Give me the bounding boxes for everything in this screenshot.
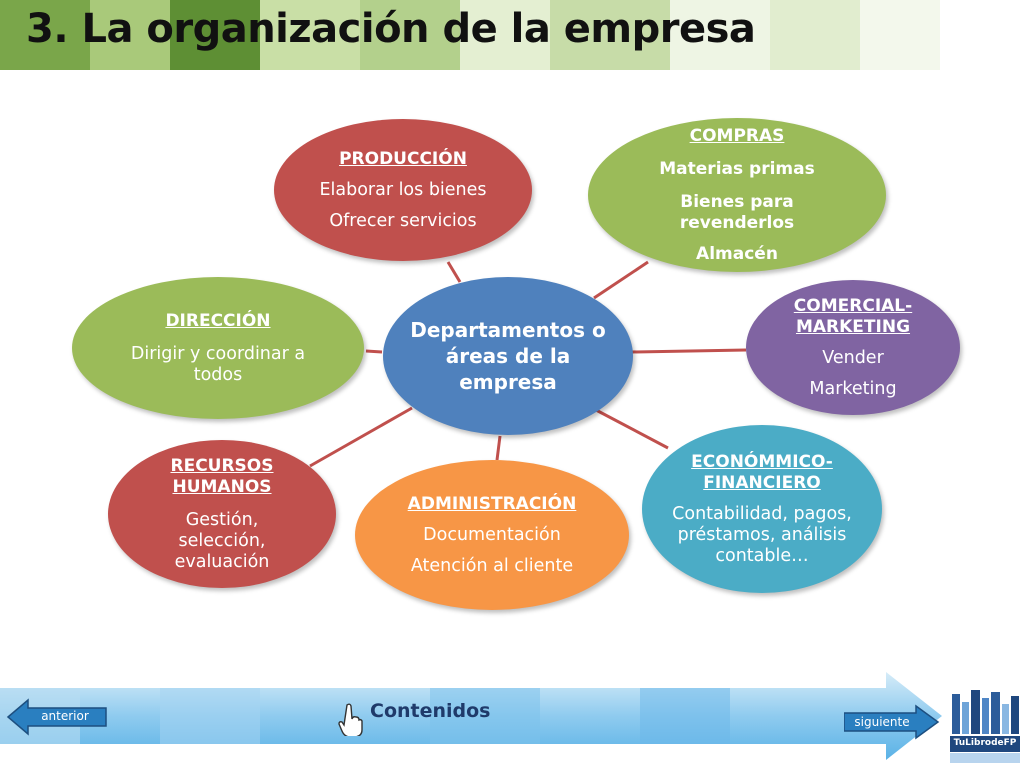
- hand-pointer-icon: [338, 703, 363, 736]
- page-title: 3. La organización de la empresa: [26, 6, 756, 52]
- title-band: 3. La organización de la empresa: [0, 0, 1024, 70]
- compras-item: Almacén: [696, 243, 778, 264]
- books-logo-icon: [950, 690, 1020, 763]
- economico-heading: ECONÓMMICO-FINANCIERO: [691, 451, 833, 493]
- connector-comercial: [631, 348, 747, 354]
- arrow-right-icon: [844, 704, 940, 740]
- prev-button[interactable]: anterior: [6, 698, 108, 736]
- node-direccion: DIRECCIÓN Dirigir y coordinar a todos: [72, 277, 364, 419]
- contents-link[interactable]: Contenidos: [338, 700, 498, 740]
- connector-economico: [595, 408, 669, 450]
- connector-produccion: [446, 261, 462, 283]
- comercial-item: Vender: [822, 347, 884, 368]
- produccion-heading: PRODUCCIÓN: [339, 148, 467, 169]
- administracion-item: Documentación: [423, 524, 561, 545]
- rrhh-heading: RECURSOS HUMANOS: [170, 455, 274, 497]
- administracion-item: Atención al cliente: [410, 555, 574, 576]
- logo: TuLibrodeFP: [948, 686, 1022, 766]
- economico-item: Contabilidad, pagos, préstamos, análisis…: [672, 503, 852, 566]
- logo-text: TuLibrodeFP: [953, 738, 1017, 748]
- produccion-item: Ofrecer servicios: [329, 210, 477, 231]
- direccion-item: Dirigir y coordinar a todos: [130, 343, 306, 385]
- center-label: Departamentos o áreas de la empresa: [410, 318, 606, 394]
- connector-administracion: [495, 435, 502, 461]
- produccion-item: Elaborar los bienes: [319, 179, 487, 200]
- rrhh-item: Gestión, selección, evaluación: [174, 509, 270, 572]
- node-rrhh: RECURSOS HUMANOS Gestión, selección, eva…: [108, 440, 336, 588]
- comercial-item: Marketing: [809, 378, 897, 399]
- direccion-heading: DIRECCIÓN: [165, 310, 271, 331]
- node-comercial: COMERCIAL-MARKETING Vender Marketing: [746, 280, 960, 415]
- compras-heading: COMPRAS: [689, 125, 785, 146]
- prev-label: anterior: [41, 709, 89, 723]
- center-node: Departamentos o áreas de la empresa: [383, 277, 633, 435]
- arrow-left-icon: [6, 698, 107, 736]
- node-compras: COMPRAS Materias primas Bienes para reve…: [588, 118, 886, 272]
- compras-item: Bienes para revenderlos: [679, 191, 795, 233]
- next-label: siguiente: [854, 715, 910, 729]
- footer-band: [0, 662, 1024, 768]
- compras-item: Materias primas: [659, 158, 815, 179]
- comercial-heading: COMERCIAL-MARKETING: [793, 295, 913, 337]
- contents-label: Contenidos: [370, 700, 491, 722]
- next-button[interactable]: siguiente: [844, 704, 940, 740]
- connector-direccion: [365, 349, 383, 354]
- administracion-heading: ADMINISTRACIÓN: [407, 493, 577, 514]
- connector-compras: [593, 260, 649, 300]
- connector-rrhh: [309, 406, 413, 468]
- node-economico: ECONÓMMICO-FINANCIERO Contabilidad, pago…: [642, 425, 882, 593]
- node-produccion: PRODUCCIÓN Elaborar los bienes Ofrecer s…: [274, 119, 532, 261]
- node-administracion: ADMINISTRACIÓN Documentación Atención al…: [355, 460, 629, 610]
